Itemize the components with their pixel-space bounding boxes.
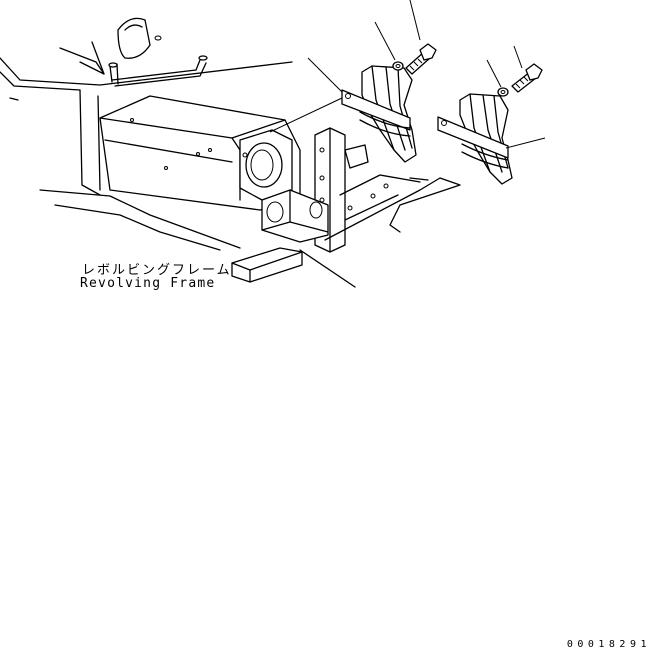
washer-1 [392, 61, 404, 71]
bushing [239, 129, 293, 201]
frame-rail [0, 57, 293, 251]
part-label-english: Revolving Frame [80, 276, 216, 291]
hose-clamp-2 [437, 93, 513, 185]
drawing-number: 00018291 [566, 639, 651, 650]
hose-pipe [108, 55, 208, 87]
leader-lines [269, 0, 546, 149]
part-label-japanese: レボルビングフレーム [82, 263, 232, 278]
hose-clamp-1 [341, 65, 417, 163]
vertical-post [314, 127, 369, 253]
cover-bracket [59, 17, 162, 75]
bolt-2 [511, 63, 543, 93]
washer-2 [497, 87, 509, 97]
bolt-1 [405, 43, 437, 75]
clamp-block [231, 189, 329, 283]
frame-plate [299, 174, 461, 288]
